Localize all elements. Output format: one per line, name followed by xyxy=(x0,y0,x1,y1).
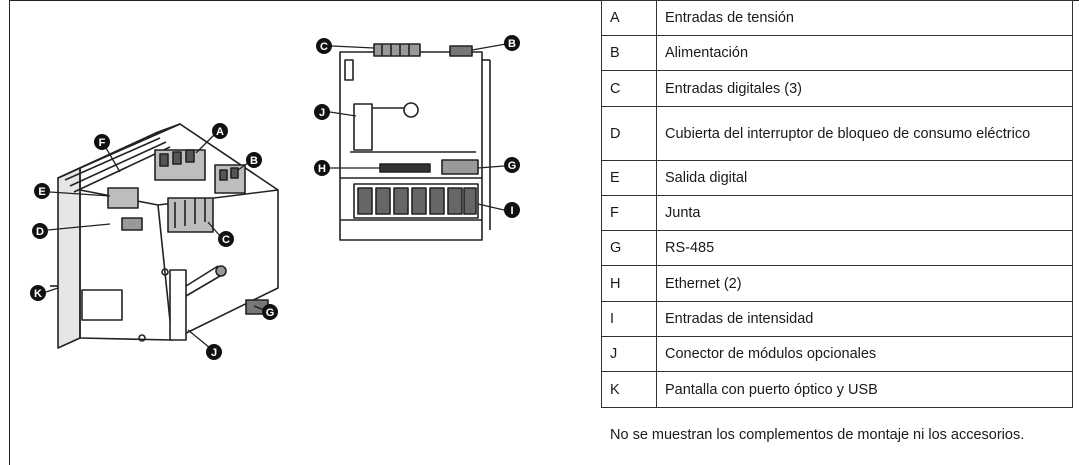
legend-code: E xyxy=(601,160,657,196)
callout-label: J xyxy=(319,107,325,119)
legend-code: J xyxy=(601,336,657,372)
legend-code: A xyxy=(601,0,657,36)
legend-code: K xyxy=(601,371,657,408)
callout-J-iso: J xyxy=(206,344,222,360)
legend-label: Conector de módulos opcionales xyxy=(656,336,1073,372)
legend-code: H xyxy=(601,265,657,302)
callout-K-iso: K xyxy=(30,285,46,301)
legend-code: B xyxy=(601,35,657,71)
figure-frame xyxy=(9,0,1079,465)
callout-C-rear: C xyxy=(316,38,332,54)
legend-label: Pantalla con puerto óptico y USB xyxy=(656,371,1073,408)
callout-label: E xyxy=(38,186,45,198)
callout-label: A xyxy=(216,126,224,138)
figure-note: No se muestran los complementos de monta… xyxy=(610,427,1025,443)
callout-B-rear: B xyxy=(504,35,520,51)
legend-code: F xyxy=(601,195,657,231)
callout-label: J xyxy=(211,347,217,359)
legend-label: RS-485 xyxy=(656,230,1073,266)
callout-F-iso: F xyxy=(94,134,110,150)
legend-label: Salida digital xyxy=(656,160,1073,196)
callout-label: G xyxy=(266,307,275,319)
legend-label: Alimentación xyxy=(656,35,1073,71)
rear-callouts: B C G H I J xyxy=(314,35,520,218)
iso-callouts: A B C D E F G J K xyxy=(30,123,278,360)
legend-label: Entradas digitales (3) xyxy=(656,70,1073,107)
callout-G-rear: G xyxy=(504,157,520,173)
callout-A-iso: A xyxy=(212,123,228,139)
legend-label: Cubierta del interruptor de bloqueo de c… xyxy=(656,106,1073,161)
legend-code: D xyxy=(601,106,657,161)
callout-label: F xyxy=(99,137,106,149)
callout-label: I xyxy=(510,205,513,217)
legend-label: Entradas de intensidad xyxy=(656,301,1073,337)
callout-C-iso: C xyxy=(218,231,234,247)
legend-code: G xyxy=(601,230,657,266)
callout-J-rear: J xyxy=(314,104,330,120)
callout-label: G xyxy=(508,160,517,172)
callout-label: B xyxy=(250,155,258,167)
callout-label: B xyxy=(508,38,516,50)
callout-D-iso: D xyxy=(32,223,48,239)
legend-label: Ethernet (2) xyxy=(656,265,1073,302)
legend-label: Junta xyxy=(656,195,1073,231)
legend-code: I xyxy=(601,301,657,337)
callout-label: C xyxy=(320,41,328,53)
callout-H-rear: H xyxy=(314,160,330,176)
callout-G-iso: G xyxy=(262,304,278,320)
callout-label: H xyxy=(318,163,326,175)
isometric-device-drawing xyxy=(50,123,279,349)
callout-label: C xyxy=(222,234,230,246)
legend-label: Entradas de tensión xyxy=(656,0,1073,36)
callout-label: K xyxy=(34,288,42,300)
callout-B-iso: B xyxy=(246,152,262,168)
rear-device-drawing xyxy=(339,43,491,241)
callout-leaders xyxy=(45,43,507,349)
callout-label: D xyxy=(36,226,44,238)
legend-code: C xyxy=(601,70,657,107)
device-illustration: A B C D E F G J K B C G H I J xyxy=(30,35,520,360)
callout-E-iso: E xyxy=(34,183,50,199)
callout-I-rear: I xyxy=(504,202,520,218)
